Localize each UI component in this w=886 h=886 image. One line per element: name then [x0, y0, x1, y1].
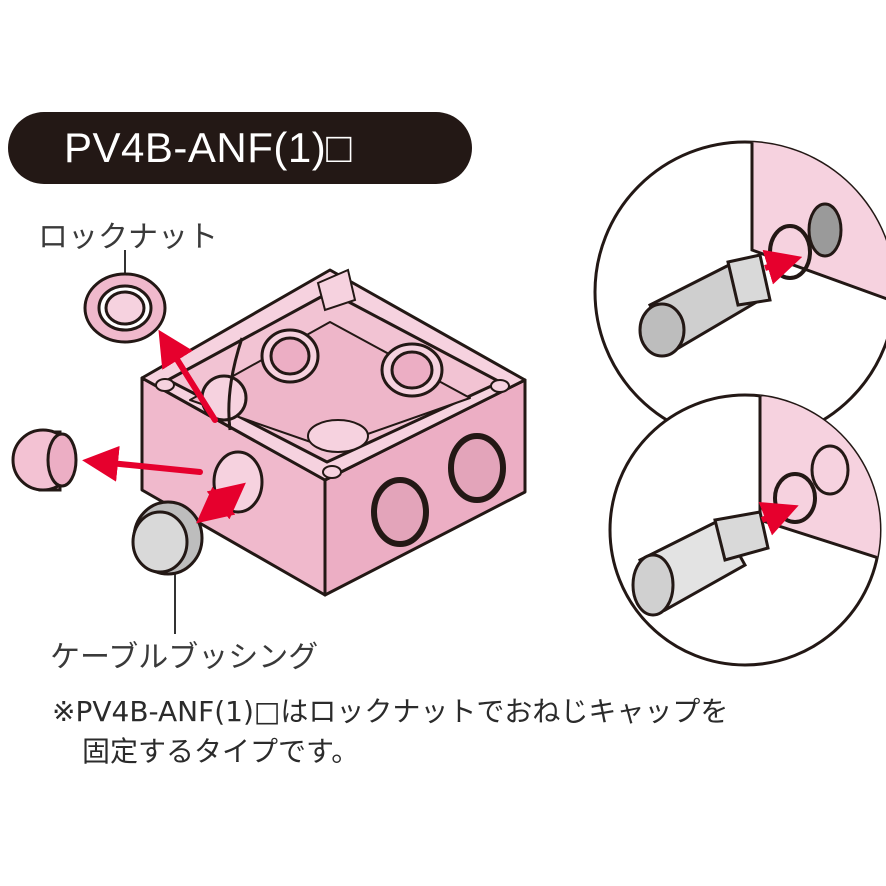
corner-screws	[155, 378, 510, 479]
footnote-line-1: ※PV4B-ANF(1)□はロックナットでおねじキャップを	[52, 695, 729, 728]
cable-bushing-part	[131, 500, 204, 576]
circle-magnifier-icon	[593, 140, 886, 444]
mount-post	[316, 268, 357, 312]
model-title: PV4B-ANF(1)□	[64, 124, 353, 171]
footnote-line-2: 固定するタイプです。	[82, 735, 360, 768]
bottom-hole	[307, 419, 369, 453]
locknut-label: ロックナット	[38, 220, 218, 255]
circle-magnifier-icon	[608, 393, 882, 667]
title-badge: PV4B-ANF(1)□	[8, 112, 472, 184]
screw-cap-part	[11, 428, 78, 492]
wire	[227, 337, 244, 431]
arrow-icon	[82, 329, 246, 524]
locknut-part	[83, 272, 167, 344]
cable-bushing-label: ケーブルブッシング	[50, 640, 319, 675]
inner-thread-rings	[200, 328, 444, 422]
footnote: ※PV4B-ANF(1)□はロックナットでおねじキャップを 固定するタイプです。	[52, 692, 728, 772]
side-holes	[371, 433, 506, 547]
